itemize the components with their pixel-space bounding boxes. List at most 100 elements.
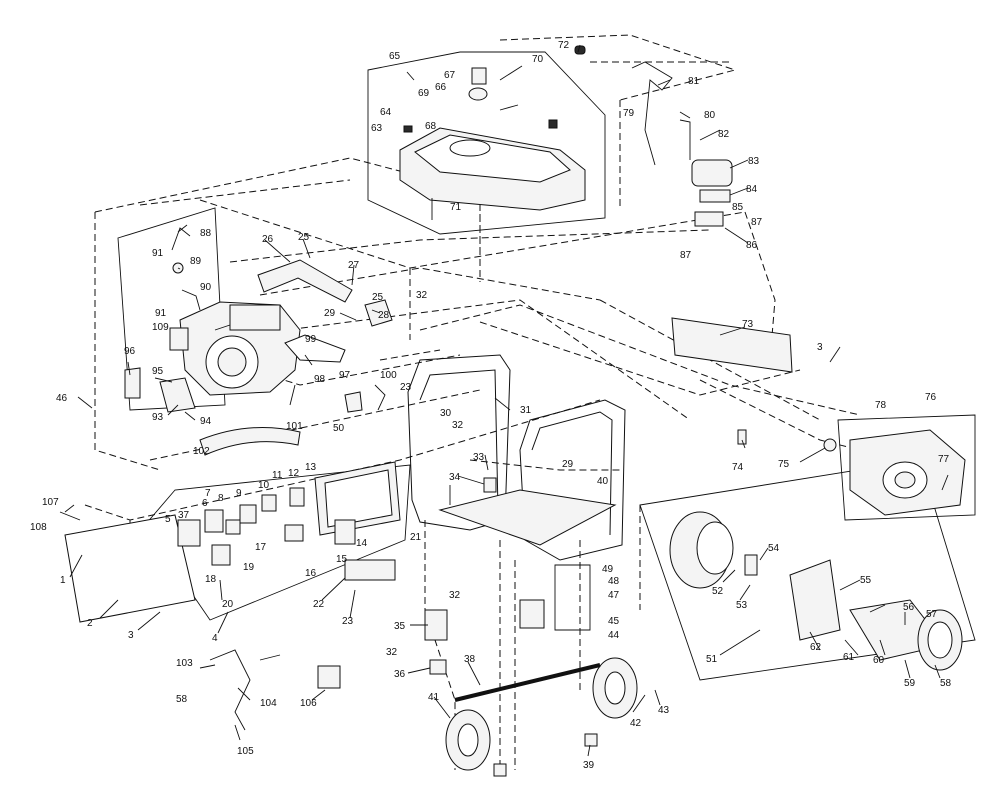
callout: 8 (218, 493, 224, 504)
callout: 26 (262, 234, 274, 245)
alternator-group-box (639, 459, 976, 681)
callout: 3 (817, 342, 823, 353)
callout: 29 (324, 308, 336, 319)
callout: 83 (748, 156, 760, 167)
callout: 45 (608, 616, 620, 627)
callout: 18 (205, 574, 217, 585)
callout: 39 (583, 760, 595, 771)
top-right-parts (631, 61, 793, 373)
callout: 106 (300, 698, 317, 709)
callout: 75 (778, 459, 790, 470)
callout: 73 (742, 319, 754, 330)
callout: 71 (450, 202, 462, 213)
callout: 7 (205, 488, 211, 499)
callout: 61 (843, 652, 855, 663)
callout: 67 (444, 70, 456, 81)
callout: 102 (193, 446, 210, 457)
callout: 30 (440, 408, 452, 419)
callout: 35 (394, 621, 406, 632)
frame (407, 354, 626, 561)
callout: 86 (746, 240, 758, 251)
callout: 32 (452, 420, 464, 431)
callout: 1 (60, 575, 66, 586)
callout: 43 (658, 705, 670, 716)
muffler-pipe (257, 259, 393, 327)
callout: 59 (904, 678, 916, 689)
callout: 99 (305, 334, 317, 345)
engine (124, 301, 346, 413)
callout: 64 (380, 107, 392, 118)
callout: 12 (288, 468, 300, 479)
callout: 94 (200, 416, 212, 427)
loose-parts (59, 429, 837, 731)
callout: 68 (425, 121, 437, 132)
callout: 72 (558, 40, 570, 51)
callout: 44 (608, 630, 620, 641)
callout: 6 (202, 498, 208, 509)
callout: 23 (342, 616, 354, 627)
alternator (669, 511, 963, 671)
engine-harness-group-box (117, 207, 226, 411)
panel-components-group-box (144, 464, 411, 621)
callout: 108 (30, 522, 47, 533)
callout: 100 (380, 370, 397, 381)
callout: 57 (926, 609, 938, 620)
callout: 47 (608, 590, 620, 601)
callout: 15 (336, 554, 348, 565)
callout: 95 (152, 366, 164, 377)
control-panel-group-box (837, 414, 976, 521)
callout: 11 (272, 470, 283, 481)
callout: 10 (258, 480, 270, 491)
callout: 79 (623, 108, 635, 119)
callout: 76 (925, 392, 937, 403)
callout: 31 (520, 405, 532, 416)
callout: 3 (128, 630, 134, 641)
callout: 62 (810, 642, 822, 653)
callout: 32 (386, 647, 398, 658)
callout: 89 (190, 256, 202, 267)
callout: 82 (718, 129, 730, 140)
callout-labels: 1 2 3 3 4 5 6 7 8 9 10 11 12 13 14 15 16… (30, 40, 952, 771)
callout: 78 (875, 400, 887, 411)
callout: 48 (608, 576, 620, 587)
group-boxes (117, 51, 976, 681)
callout: 42 (630, 718, 642, 729)
callout: 33 (473, 452, 485, 463)
callout: 9 (236, 488, 242, 499)
callout: 105 (237, 746, 254, 757)
callout: 109 (152, 322, 169, 333)
callout: 20 (222, 599, 234, 610)
callout: 58 (176, 694, 188, 705)
callout: 25 (298, 232, 310, 243)
callout: 36 (394, 669, 406, 680)
callout: 28 (378, 310, 390, 321)
callout: 55 (860, 575, 872, 586)
callout: 52 (712, 586, 724, 597)
callout: 63 (371, 123, 383, 134)
fuel-tank (399, 45, 586, 220)
callout: 60 (873, 655, 885, 666)
callout: 37 (178, 510, 190, 521)
control-panel (849, 429, 966, 516)
callout: 87 (751, 217, 763, 228)
callout: 4 (212, 633, 218, 644)
callout: 21 (410, 532, 422, 543)
callout: 25 (372, 292, 384, 303)
callout: 65 (389, 51, 401, 62)
callout: 91 (152, 248, 164, 259)
callout: 70 (532, 54, 544, 65)
leader-lines (64, 44, 949, 757)
callout: 97 (339, 370, 351, 381)
callout: 51 (706, 654, 718, 665)
callout: 77 (938, 454, 950, 465)
callout: 58 (940, 678, 952, 689)
callout: 17 (255, 542, 267, 553)
callout: 85 (732, 202, 744, 213)
callout: 2 (87, 618, 93, 629)
callout: 32 (449, 590, 461, 601)
callout: 104 (260, 698, 277, 709)
panel-and-components (64, 461, 401, 623)
callout: 19 (243, 562, 255, 573)
